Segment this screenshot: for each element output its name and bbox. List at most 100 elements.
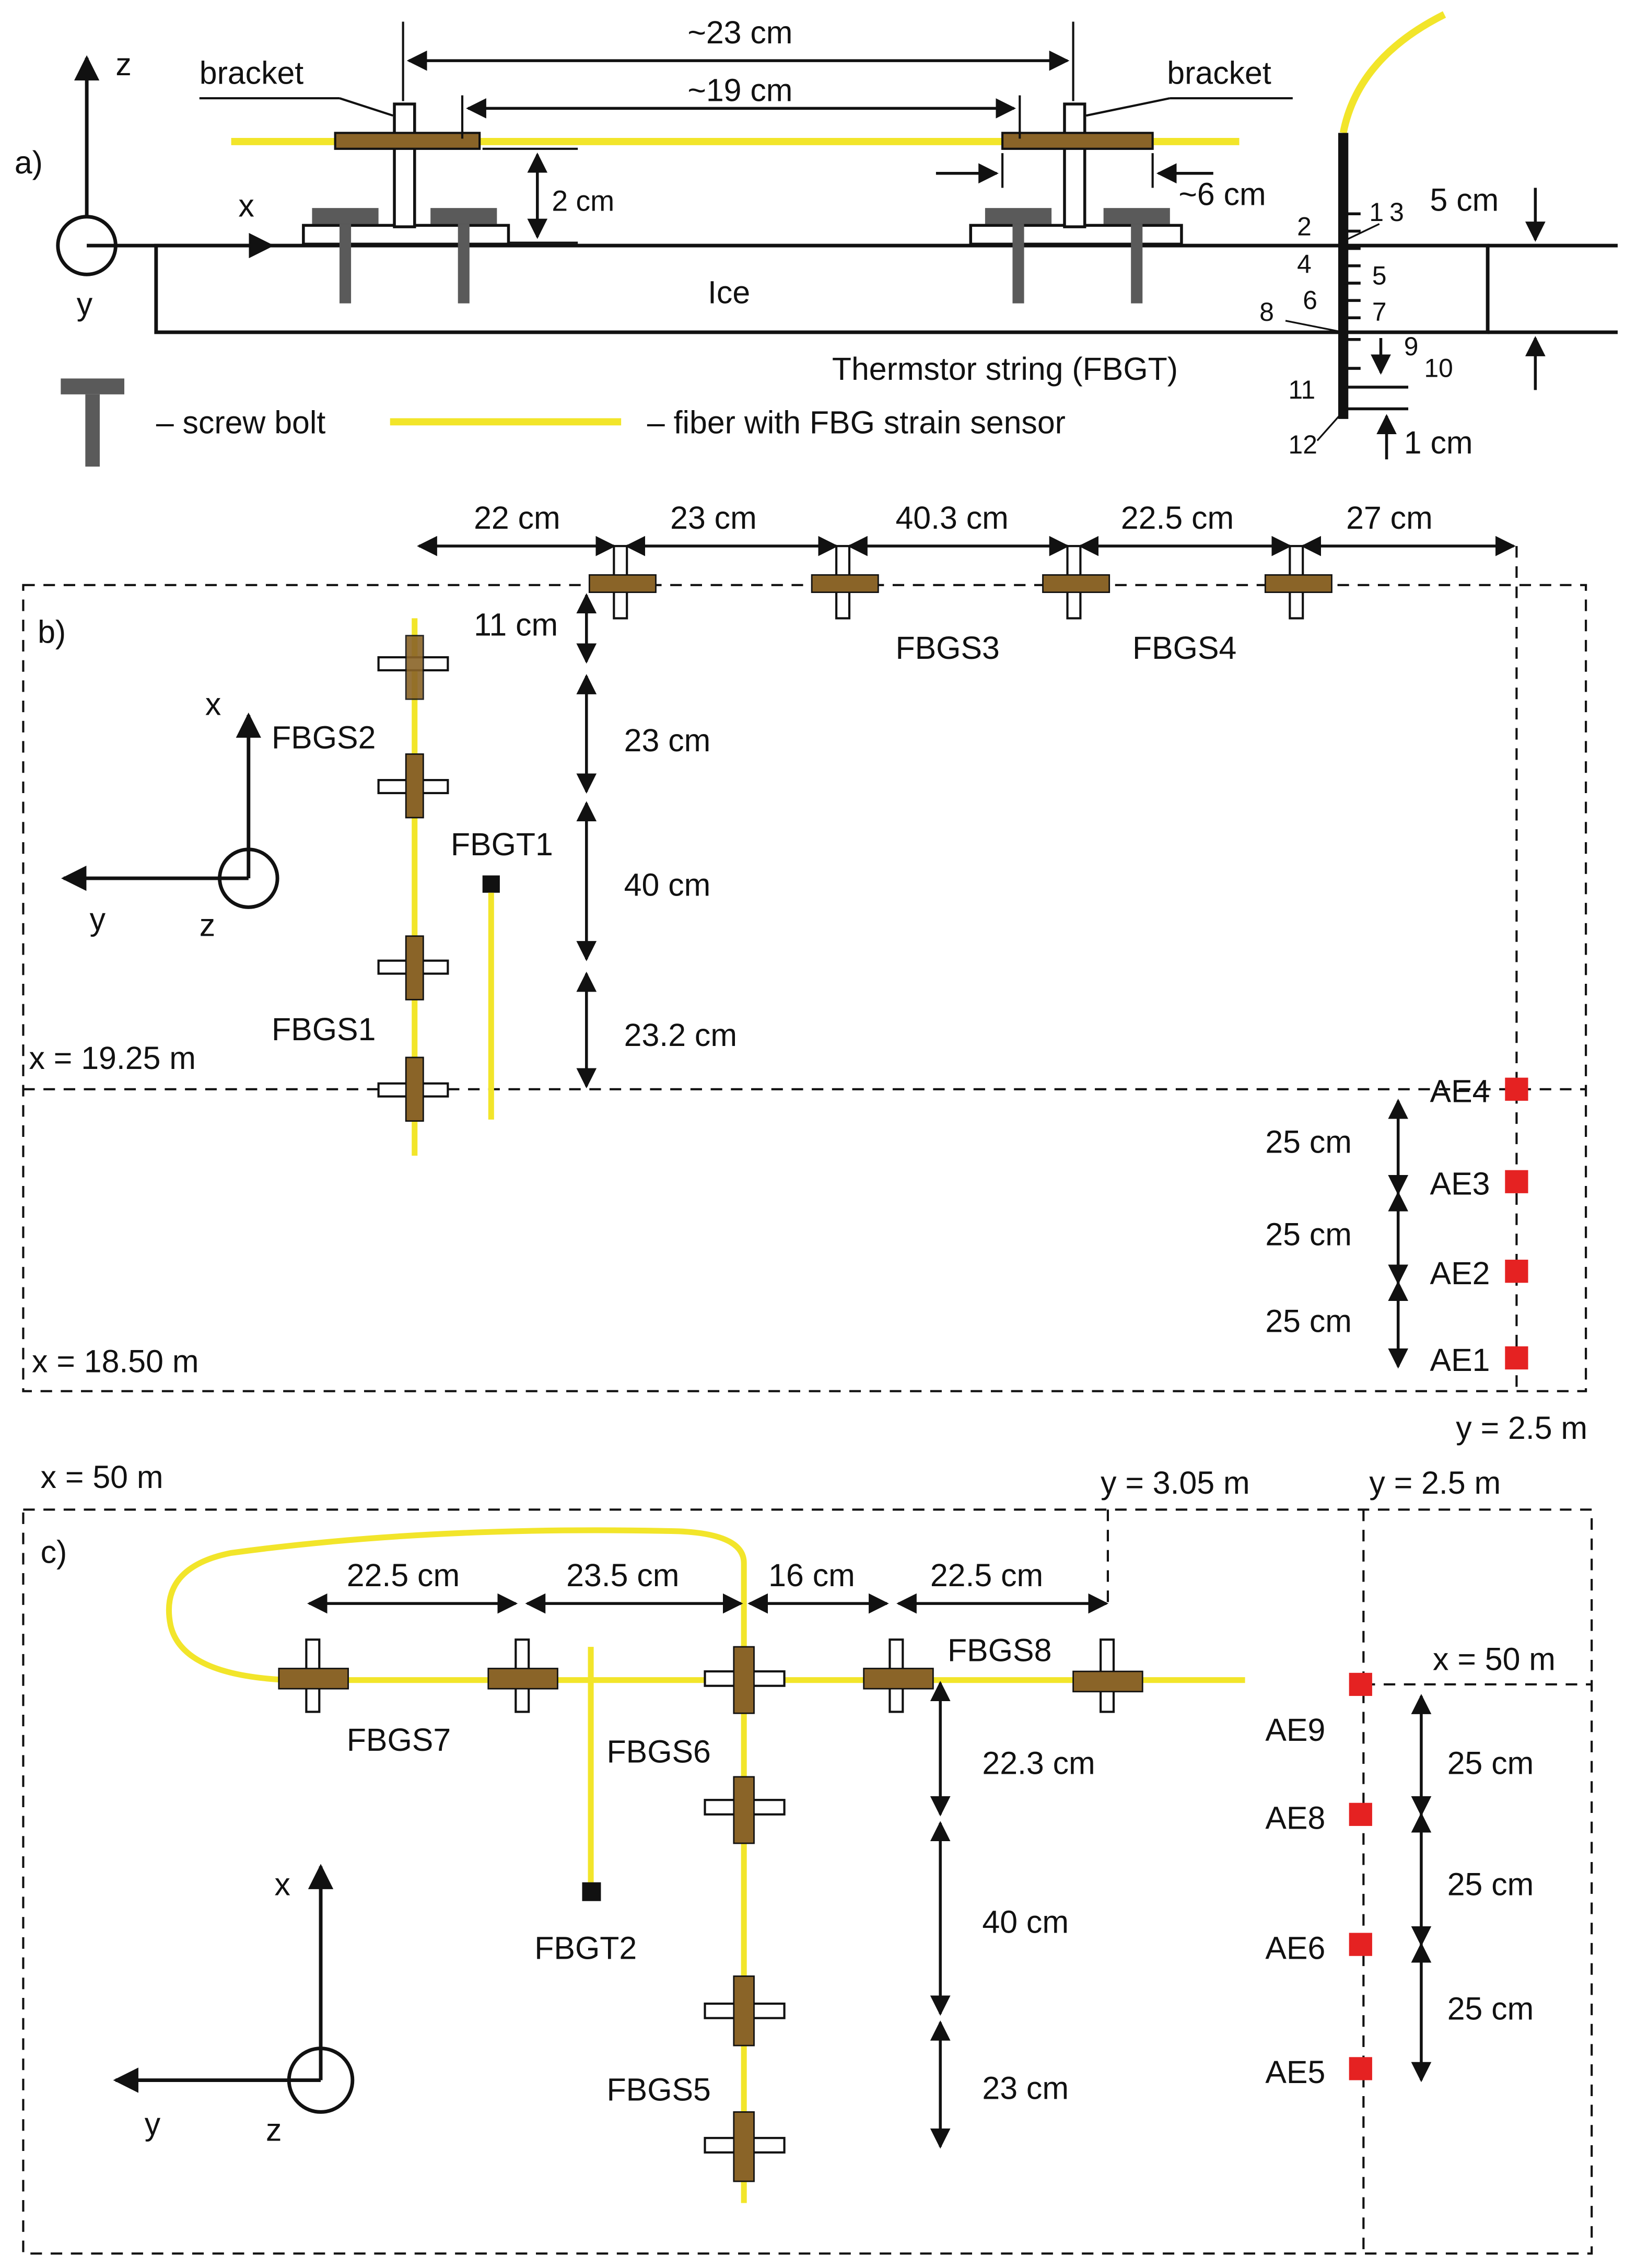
fbg-sensor-icon	[704, 1776, 786, 1844]
svg-text:23.5 cm: 23.5 cm	[566, 1557, 679, 1593]
ae-sensor-marker	[1349, 2057, 1372, 2080]
ice-block	[154, 243, 1490, 334]
y-25-label-b: y = 2.5 m	[1456, 1410, 1587, 1446]
panel-c-frame	[22, 1508, 1593, 2255]
svg-text:AE4: AE4	[1430, 1074, 1490, 1109]
fbgs1-label: FBGS1	[272, 1011, 376, 1047]
z-axis-circle-icon	[287, 2046, 355, 2114]
svg-text:25 cm: 25 cm	[1265, 1216, 1352, 1252]
fbg-sensor-icon	[704, 1646, 786, 1714]
x-1850-label: x = 18.50 m	[32, 1344, 198, 1379]
dim-19cm-label: ~19 cm	[687, 73, 792, 108]
fbg-sensor-icon	[704, 2111, 786, 2182]
thermistor-numbers: 1 3 2 4 5 6 7 8 9 10 11 12	[1259, 197, 1453, 459]
svg-text:25 cm: 25 cm	[1447, 1745, 1534, 1781]
fbg-sensor-icon	[1072, 1638, 1143, 1713]
svg-text:9: 9	[1404, 332, 1419, 361]
screw-bolt-icon	[1103, 208, 1170, 304]
fbgs4-label: FBGS4	[1132, 630, 1236, 666]
svg-text:25 cm: 25 cm	[1265, 1303, 1352, 1339]
svg-text:5: 5	[1372, 261, 1387, 290]
fbgs7-label: FBGS7	[347, 1722, 451, 1758]
ae-sensor-marker	[1349, 1802, 1372, 1826]
panel-b-frame	[22, 584, 1587, 1392]
fiber-loop-c	[166, 1527, 1245, 1683]
dim-23cm-label: ~23 cm	[687, 15, 792, 50]
ice-label: Ice	[708, 275, 750, 310]
svg-text:8: 8	[1259, 297, 1274, 327]
fbgt1-label: FBGT1	[451, 827, 553, 862]
legend-fiber-label: – fiber with FBG strain sensor	[647, 404, 1066, 440]
bracket-label-left: bracket	[200, 55, 304, 90]
ae-sensor-marker	[1505, 1260, 1528, 1283]
axis-x-label: x	[238, 188, 254, 224]
fbg-sensor-icon	[1042, 545, 1110, 620]
svg-text:AE6: AE6	[1265, 1930, 1325, 1965]
fbgs8-label: FBGS8	[948, 1633, 1051, 1668]
y-305-label: y = 3.05 m	[1101, 1465, 1250, 1501]
dim-2cm-label: 2 cm	[552, 185, 614, 217]
svg-text:40 cm: 40 cm	[982, 1904, 1069, 1940]
x-50-top-label: x = 50 m	[41, 1459, 163, 1495]
svg-text:6: 6	[1303, 286, 1317, 315]
ae-sensor-marker	[1349, 1672, 1372, 1696]
svg-text:40.3 cm: 40.3 cm	[895, 500, 1008, 536]
svg-text:AE1: AE1	[1430, 1342, 1490, 1378]
svg-text:22 cm: 22 cm	[474, 500, 560, 536]
svg-text:40 cm: 40 cm	[624, 867, 711, 902]
svg-text:AE3: AE3	[1430, 1166, 1490, 1202]
svg-text:12: 12	[1289, 430, 1317, 459]
fbg-sensor-icon	[377, 635, 449, 700]
svg-text:AE2: AE2	[1430, 1255, 1490, 1291]
svg-text:y: y	[90, 902, 106, 937]
svg-text:7: 7	[1372, 297, 1387, 327]
svg-text:x: x	[205, 687, 221, 722]
thermistor-label: Thermstor string (FBGT)	[832, 351, 1178, 387]
fbgt1-marker	[482, 875, 500, 893]
bracket-label-right: bracket	[1167, 55, 1271, 90]
panel-a: a) z x y Ice	[15, 11, 1618, 467]
fbgs3-label: FBGS3	[895, 630, 999, 666]
panel-b: b) x = 19.25 m x = 18.50 m y = 2.5 m x y…	[22, 500, 1587, 1446]
fbg-sensor-icon	[704, 1975, 786, 2046]
dim-5cm-label: 5 cm	[1430, 182, 1499, 218]
ae-sensor-marker	[1349, 1933, 1372, 1956]
z-axis-circle-icon	[218, 847, 279, 909]
fbg-sensor-icon	[377, 1056, 449, 1122]
fbgt2-label: FBGT2	[534, 1930, 637, 1965]
fbg-sensor-icon	[487, 1638, 558, 1713]
svg-text:2: 2	[1297, 212, 1312, 241]
svg-text:22.5 cm: 22.5 cm	[930, 1557, 1043, 1593]
svg-text:22.3 cm: 22.3 cm	[982, 1745, 1095, 1781]
svg-text:11: 11	[1289, 375, 1316, 404]
fbg-sensor-icon	[863, 1638, 934, 1713]
thermistor-fiber-lead	[1339, 11, 1446, 134]
fbg-sensor-icon	[811, 545, 879, 620]
ae-sensor-marker	[1505, 1077, 1528, 1101]
svg-text:22.5 cm: 22.5 cm	[1121, 500, 1234, 536]
svg-text:x: x	[275, 1867, 290, 1902]
dim-6cm-label: ~6 cm	[1178, 177, 1266, 212]
ae-sensor-marker	[1505, 1170, 1528, 1193]
x-50-right-label: x = 50 m	[1433, 1641, 1556, 1677]
svg-text:25 cm: 25 cm	[1447, 1991, 1534, 2026]
panel-a-label: a)	[15, 145, 43, 180]
svg-text:4: 4	[1297, 250, 1312, 279]
bracket-post-left	[393, 102, 416, 228]
svg-text:23 cm: 23 cm	[624, 723, 711, 758]
legend-bolt-label: – screw bolt	[156, 404, 326, 440]
svg-text:23 cm: 23 cm	[982, 2070, 1069, 2106]
svg-text:23 cm: 23 cm	[670, 500, 757, 536]
bracket-right	[1001, 132, 1154, 150]
thermistor-ticks	[1343, 212, 1409, 411]
panel-b-label: b)	[38, 614, 66, 649]
svg-text:10: 10	[1424, 354, 1453, 383]
svg-text:11 cm: 11 cm	[474, 607, 558, 643]
svg-text:22.5 cm: 22.5 cm	[347, 1557, 460, 1593]
panel-c-label: c)	[41, 1534, 67, 1570]
ae-sensor-marker	[1505, 1346, 1528, 1370]
svg-text:1: 1	[1369, 197, 1384, 227]
svg-text:AE5: AE5	[1265, 2054, 1325, 2090]
axis-z-label: z	[115, 46, 131, 82]
panel-c: x = 50 m y = 3.05 m y = 2.5 m x = 50 m c…	[22, 1459, 1593, 2255]
